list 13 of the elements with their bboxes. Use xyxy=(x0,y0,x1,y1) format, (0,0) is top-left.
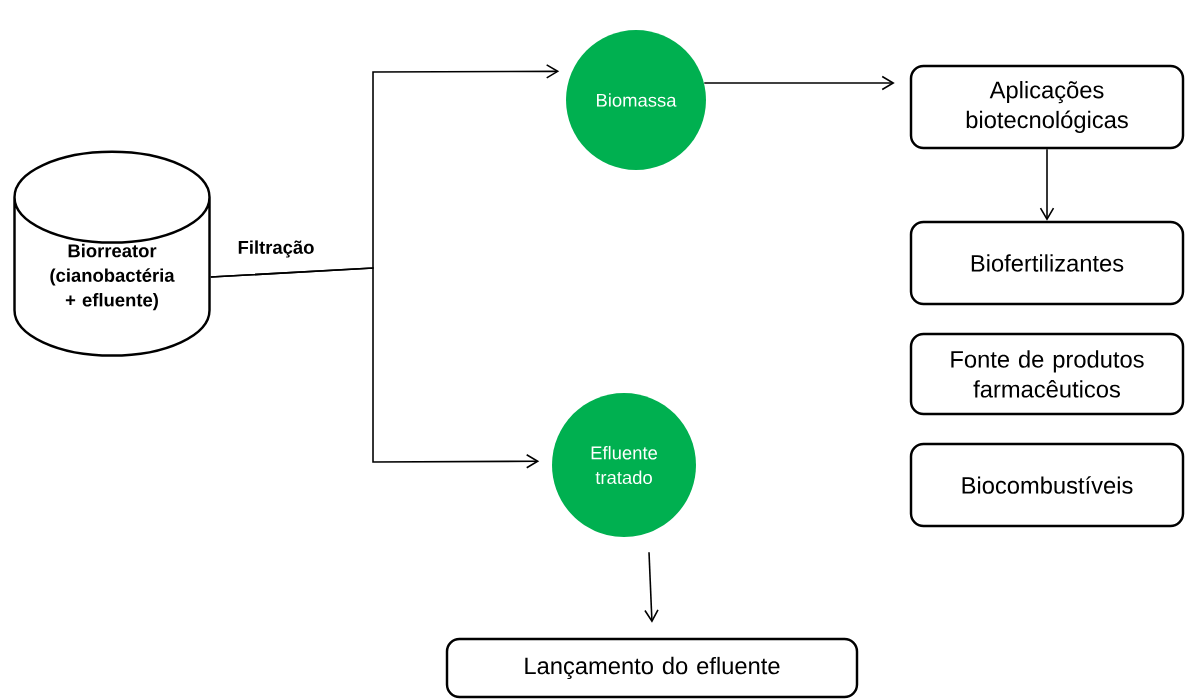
rounded-box: Aplicações biotecnológicas xyxy=(909,64,1185,150)
circle-node: Biomassa xyxy=(566,30,706,170)
rounded-box: Fonte de produtos farmacêuticos xyxy=(909,332,1185,416)
circle-node: Efluente tratado xyxy=(552,393,696,537)
rounded-box: Biofertilizantes xyxy=(909,220,1185,306)
edge-label: Filtração xyxy=(235,238,317,260)
arrow xyxy=(210,267,540,469)
arrow xyxy=(644,551,659,623)
bioreactor-cylinder: Biorreator (cianobactéria + efluente) xyxy=(13,150,211,357)
rounded-box: Lançamento do efluente xyxy=(445,637,859,699)
arrow xyxy=(703,75,895,91)
rounded-box: Biocombustíveis xyxy=(909,442,1185,528)
arrow xyxy=(1039,148,1055,221)
